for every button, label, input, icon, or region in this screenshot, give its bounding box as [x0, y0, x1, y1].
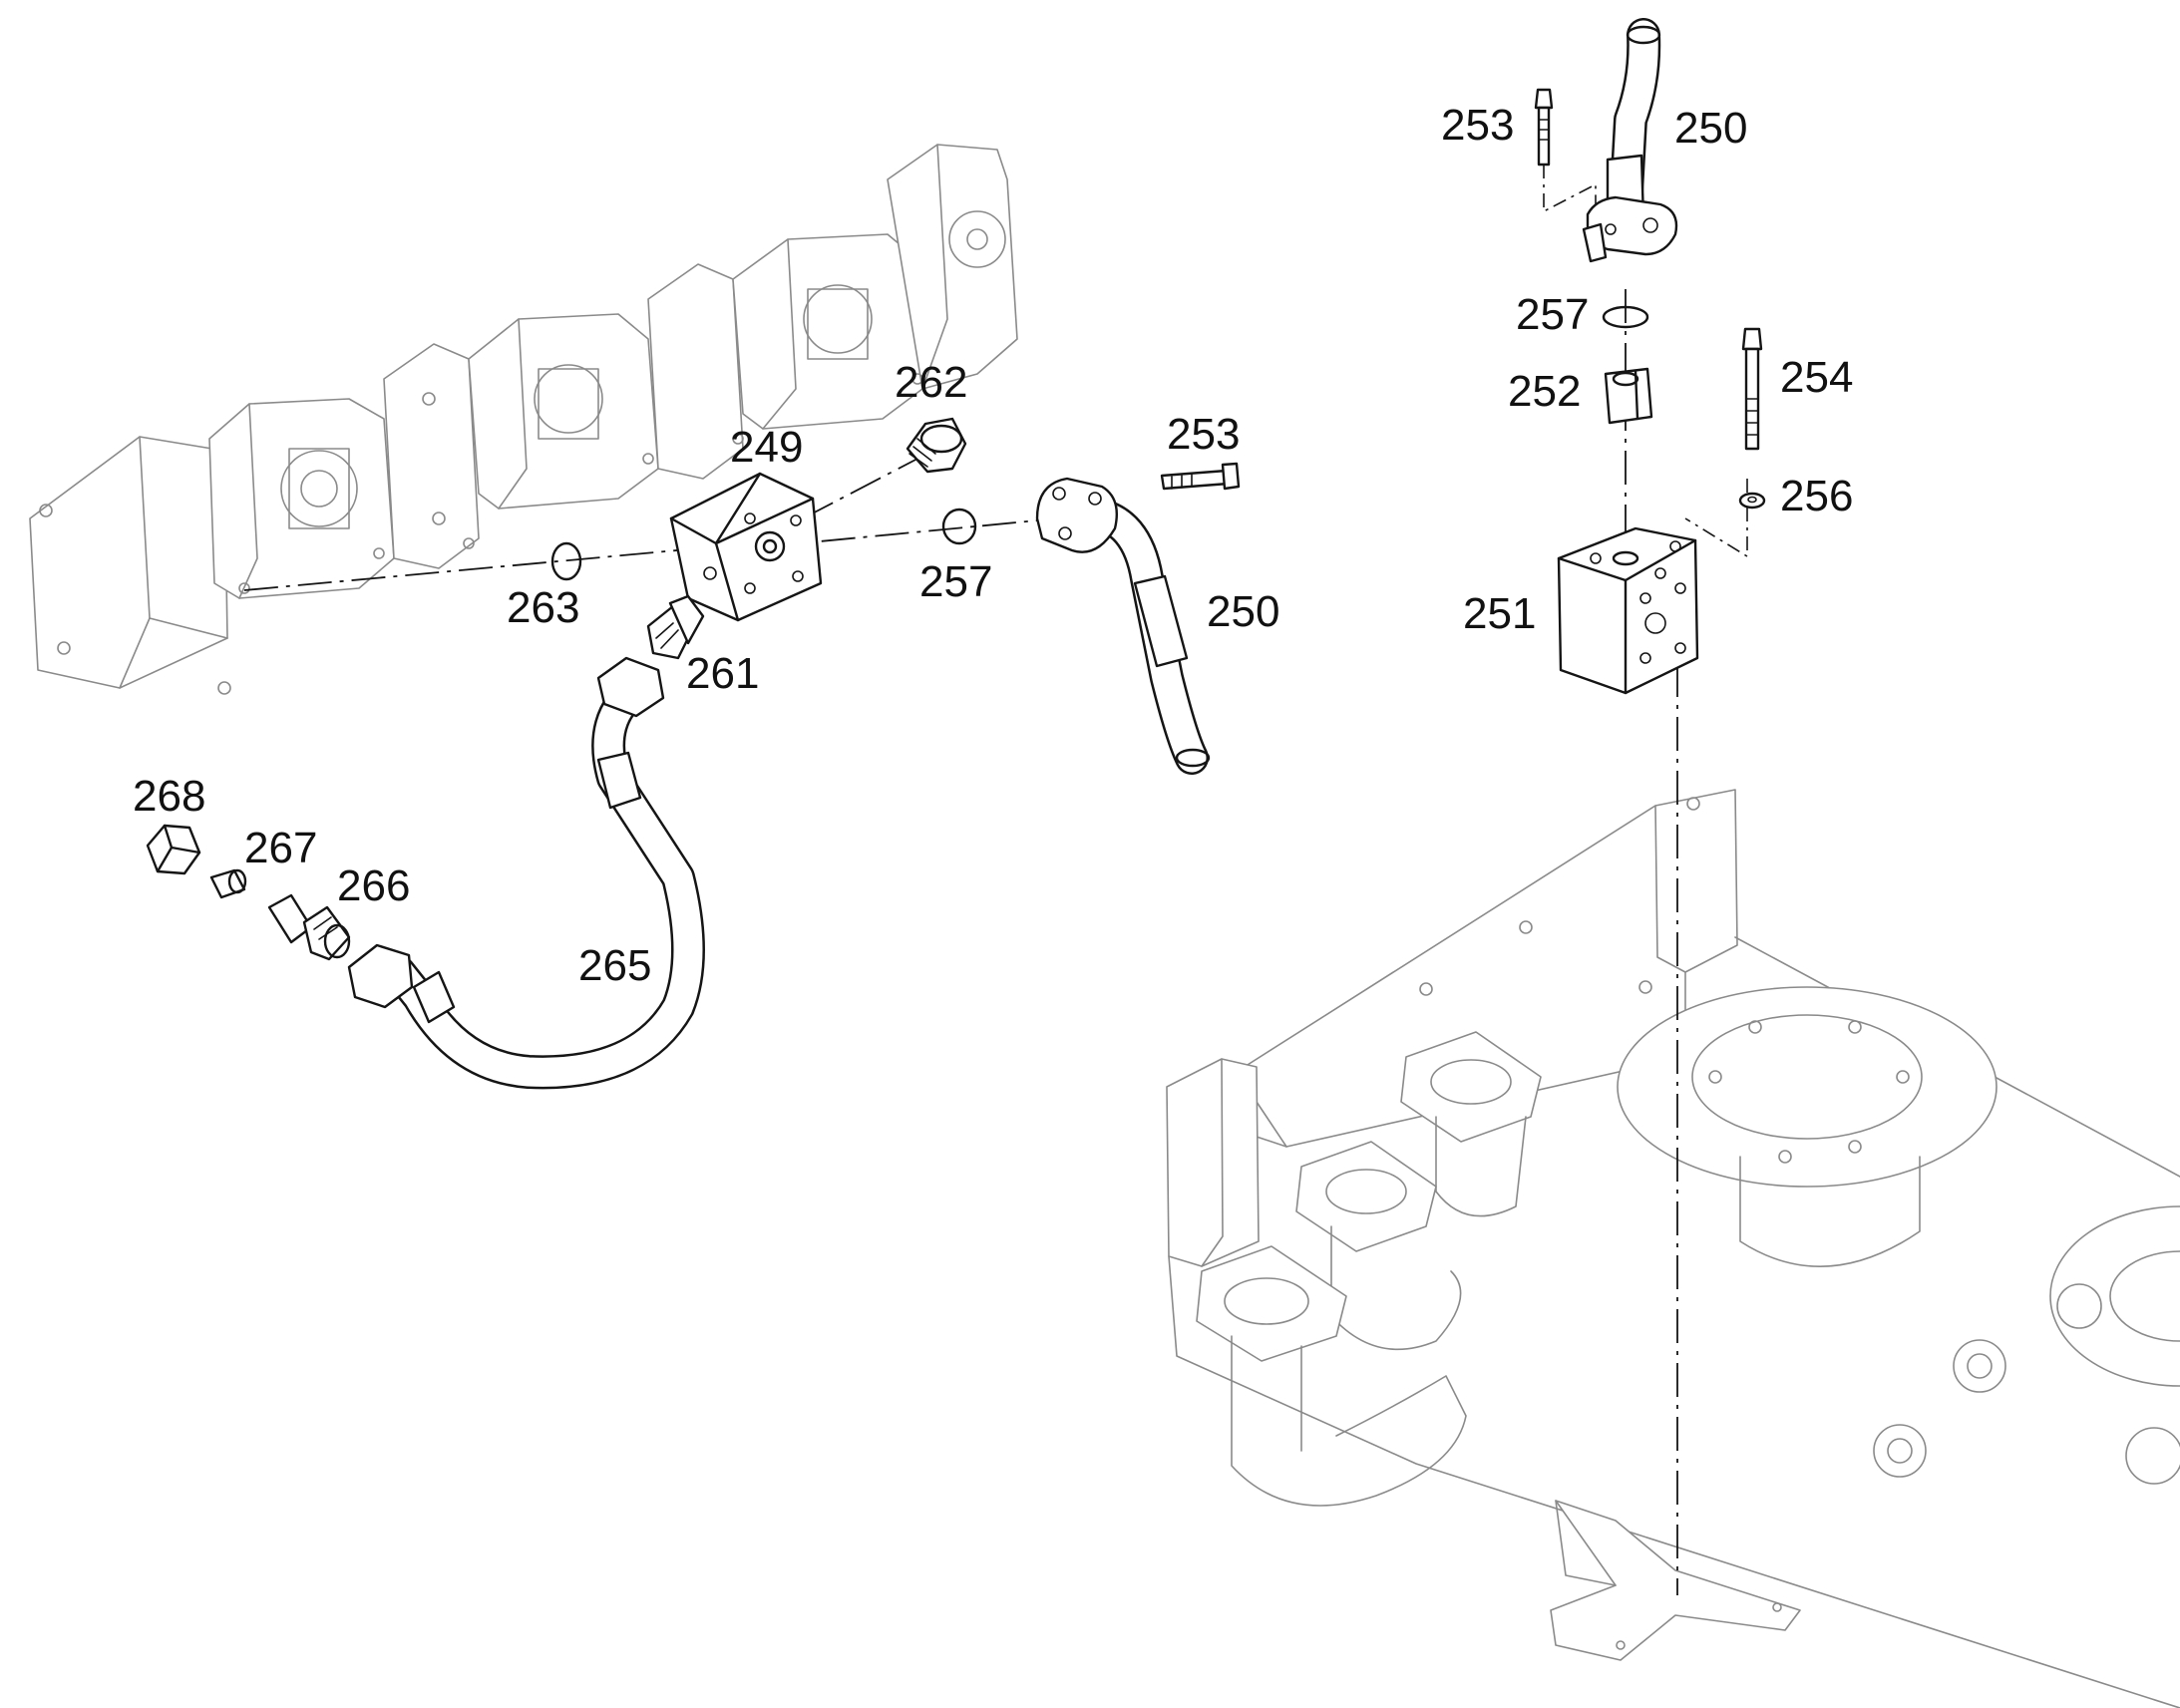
callout-257-lower: 257: [919, 557, 992, 606]
part-262-plug: [906, 417, 967, 474]
part-254-long-bolt: [1741, 327, 1763, 451]
part-250-vertical-hose: [1582, 18, 1678, 263]
part-249-adapter-block: [669, 472, 823, 622]
callout-268: 268: [133, 772, 205, 821]
part-265-hose: [347, 656, 705, 1090]
callout-267: 267: [244, 824, 317, 872]
callout-251: 251: [1463, 589, 1536, 638]
assembly-center-lines: [243, 165, 1748, 1595]
callout-249: 249: [730, 423, 803, 472]
part-253-bolt: [1160, 462, 1241, 491]
callout-252: 252: [1508, 367, 1581, 416]
part-257-oring: [941, 508, 977, 545]
part-252-spacer: [1604, 367, 1653, 425]
callout-262: 262: [895, 358, 967, 407]
part-253-vertical-bolt: [1534, 88, 1554, 167]
callout-254: 254: [1780, 353, 1853, 402]
callout-253-lower: 253: [1167, 410, 1240, 459]
callout-253-upper: 253: [1441, 101, 1514, 150]
callout-256: 256: [1780, 472, 1853, 520]
tank-frame-assembly: [1166, 789, 2180, 1708]
part-266-fitting: [267, 893, 351, 961]
callout-250-upper: 250: [1674, 104, 1747, 153]
part-256-washer: [1738, 492, 1766, 510]
callout-250-lower: 250: [1207, 587, 1279, 636]
part-261-union: [646, 594, 705, 660]
part-257-ring-right: [1602, 305, 1649, 329]
part-268-nut: [146, 824, 201, 875]
callout-266: 266: [337, 861, 410, 910]
callout-261: 261: [686, 649, 759, 698]
part-263-oring: [550, 541, 582, 581]
part-250-hose: [1035, 477, 1211, 775]
callout-labels: 249 250 250 251 252 253 253 254 256 257 …: [133, 101, 1853, 990]
part-251-mounting-block: [1557, 526, 1699, 695]
callout-265: 265: [578, 941, 651, 990]
hydraulic-pump-assembly: [29, 144, 1018, 695]
callout-257-upper: 257: [1516, 290, 1589, 339]
part-267-sleeve: [209, 868, 247, 899]
callout-263: 263: [507, 583, 579, 632]
